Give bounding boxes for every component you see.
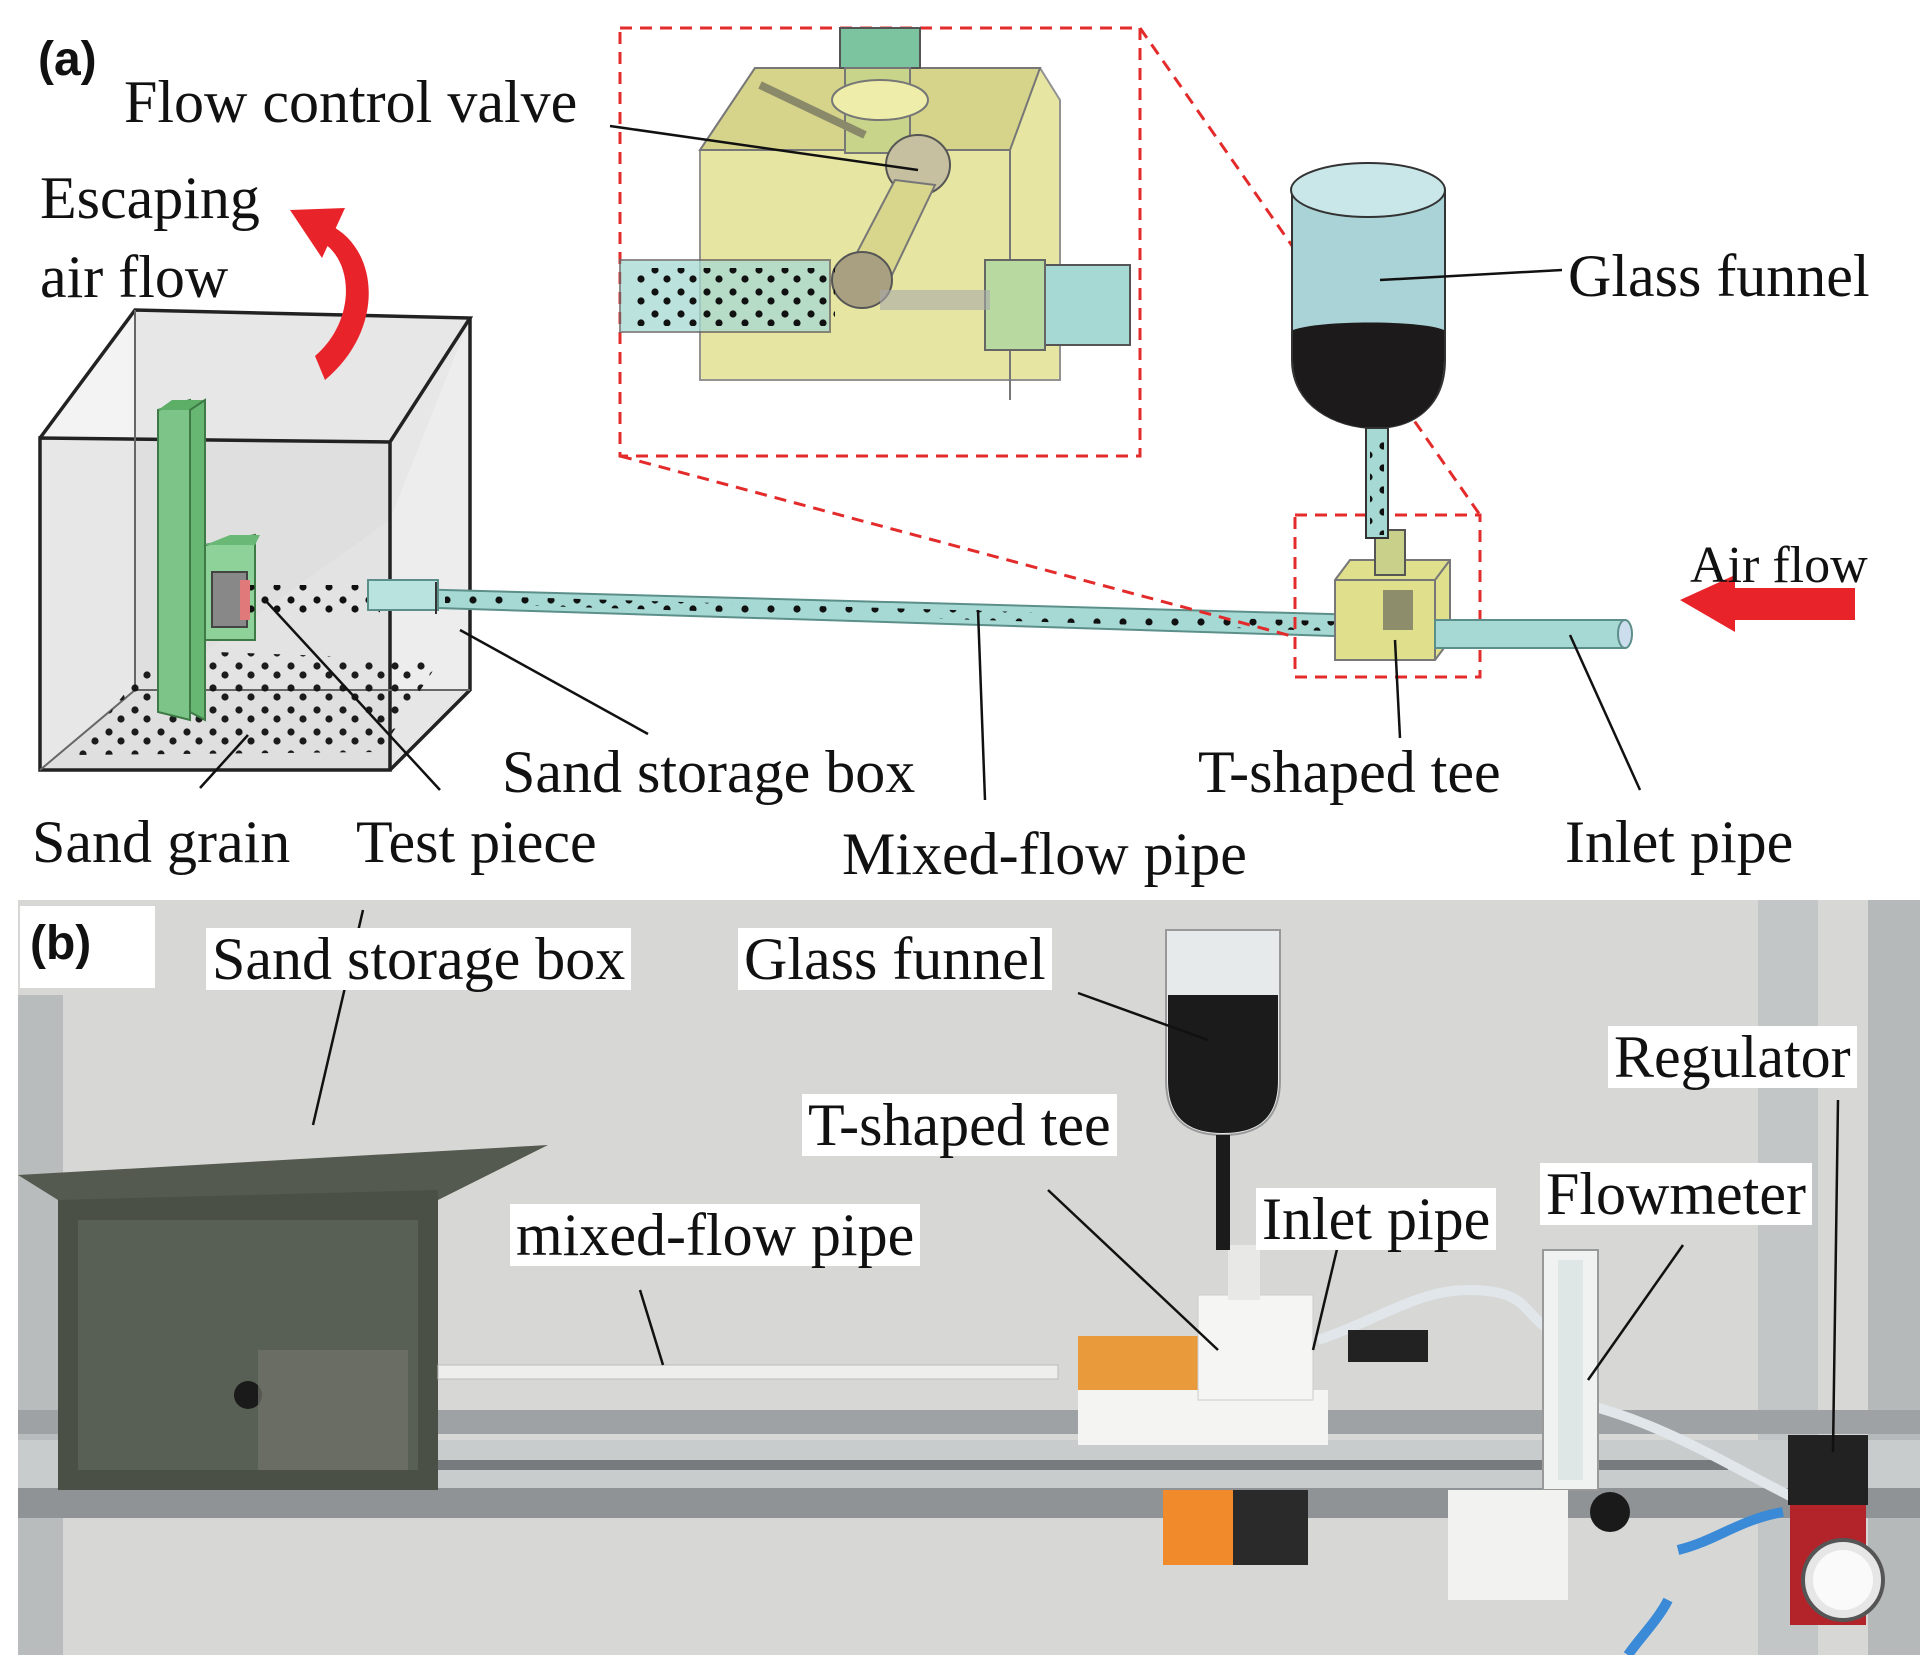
label-escaping-line1: Escaping: [40, 165, 260, 231]
test-piece-holder: [157, 398, 260, 722]
leader-lines-a: [199, 124, 1642, 801]
label-glass-funnel-b: Glass funnel: [738, 928, 1052, 990]
air-flow-arrow: [1680, 575, 1855, 632]
label-escaping-line2: air flow: [40, 244, 229, 310]
mixed-flow-pipe-3d: [367, 579, 1366, 639]
label-sand-grain: Sand grain: [32, 809, 291, 875]
glass-funnel-3d: [1290, 162, 1446, 539]
escaping-air-flow-arrow: [315, 225, 369, 380]
label-t-shaped-tee-b: T-shaped tee: [802, 1094, 1117, 1156]
label-test-piece: Test piece: [356, 809, 597, 875]
label-mixed-flow-pipe-a: Mixed-flow pipe: [842, 821, 1247, 887]
t-shaped-tee-3d: [1334, 529, 1451, 661]
label-air-flow: Air flow: [1690, 537, 1868, 594]
label-t-shaped-tee-a: T-shaped tee: [1198, 739, 1501, 805]
zoom-line: [619, 454, 1296, 639]
panel-b-label: (b): [20, 906, 155, 988]
schematic-diagram: [38, 26, 1855, 801]
escaping-air-flow-arrowhead: [290, 208, 345, 258]
label-sand-storage-box-a: Sand storage box: [502, 739, 916, 805]
panel-a-label: (a): [38, 33, 97, 86]
leader-lines-b: [311, 909, 1840, 1453]
inlet-pipe-3d: [1434, 619, 1633, 649]
label-inlet-pipe-a: Inlet pipe: [1565, 809, 1794, 875]
label-sand-storage-box-b: Sand storage box: [206, 928, 632, 990]
label-inlet-pipe-b: Inlet pipe: [1256, 1188, 1497, 1250]
label-regulator: Regulator: [1608, 1026, 1857, 1088]
valve-inset: [618, 26, 1142, 458]
label-mixed-flow-pipe-b: mixed-flow pipe: [510, 1204, 921, 1266]
label-glass-funnel-a: Glass funnel: [1568, 243, 1870, 309]
impinging-sand: [250, 585, 380, 615]
label-flow-control-valve: Flow control valve: [124, 69, 578, 135]
tee-highlight-box: [1293, 513, 1482, 679]
experimental-setup-photo: [18, 900, 1920, 1655]
label-flowmeter: Flowmeter: [1540, 1163, 1812, 1225]
